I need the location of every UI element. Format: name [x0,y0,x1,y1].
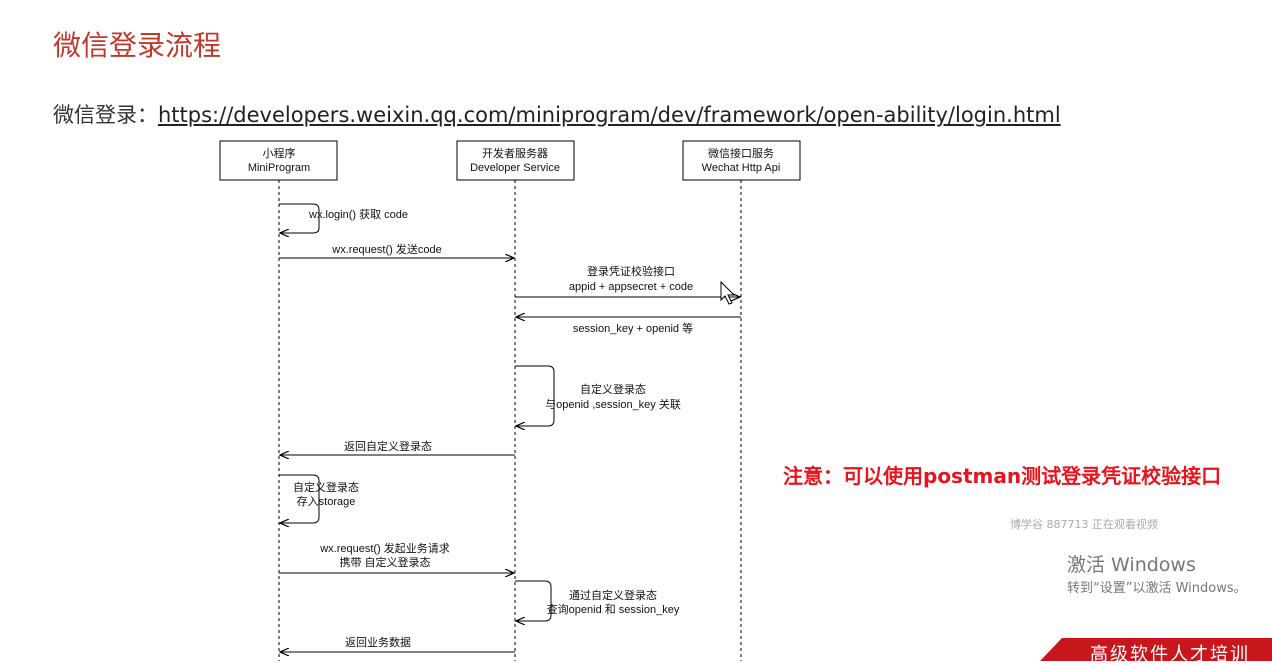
participant-developer-name-en: Developer Service [470,162,560,174]
subtitle-label: 微信登录： [53,103,158,127]
message-return-state-label: 返回自定义登录态 [344,439,432,453]
message-custom-state-label-2: 与openid ,session_key 关联 [545,397,681,411]
login-doc-link[interactable]: https://developers.weixin.qq.com/minipro… [158,103,1061,127]
message-custom-state-arrow [515,365,555,426]
message-query-session-label-1: 通过自定义登录态 [569,588,657,602]
participant-developer-name-cn: 开发者服务器 [482,146,548,160]
message-wx-login-arrow [279,203,320,233]
login-doc-reference: 微信登录：https://developers.weixin.qq.com/mi… [53,99,1061,129]
participant-wechat-api: 微信接口服务 Wechat Http Api [682,140,801,181]
participant-wechat-name-cn: 微信接口服务 [708,146,774,160]
message-business-request-label-2: 携带 自定义登录态 [339,555,430,569]
message-query-session-label-2: 查询openid 和 session_key [547,602,680,616]
banner-background [1040,638,1272,661]
activate-windows-title: 激活 Windows [1067,554,1196,576]
message-wx-login-label: wx.login() 获取 code [308,208,408,221]
message-store-state-arrow [279,474,320,523]
message-custom-state-label-1: 自定义登录态 [580,382,646,396]
message-session-key-label: session_key + openid 等 [573,321,693,335]
postman-note: 注意：可以使用postman测试登录凭证校验接口 [783,464,1222,488]
activate-windows-desc: 转到“设置”以激活 Windows。 [1067,581,1247,596]
message-return-data-label: 返回业务数据 [345,635,411,649]
participant-miniprogram-name-en: MiniProgram [248,162,310,174]
participant-developer-service: 开发者服务器 Developer Service [456,140,575,181]
participant-miniprogram-name-cn: 小程序 [263,146,296,160]
message-send-code-label: wx.request() 发送code [331,242,441,256]
message-code2session-label-1: 登录凭证校验接口 [587,264,675,278]
message-store-state-label-2: 存入storage [297,494,356,508]
training-banner-text: 高级软件人才培训 [1090,644,1250,665]
participant-miniprogram: 小程序 MiniProgram [219,140,338,181]
page-title: 微信登录流程 [53,29,222,62]
training-banner [1040,638,1272,661]
mouse-cursor-icon [720,280,736,305]
message-business-request-label-1: wx.request() 发起业务请求 [319,541,450,555]
message-query-session-arrow [515,580,552,621]
message-store-state-label-1: 自定义登录态 [293,480,359,494]
message-code2session-label-2: appid + appsecret + code [569,281,693,293]
viewer-count-overlay: 博学谷 887713 正在观看视频 [1010,518,1158,531]
participant-wechat-name-en: Wechat Http Api [702,162,781,174]
